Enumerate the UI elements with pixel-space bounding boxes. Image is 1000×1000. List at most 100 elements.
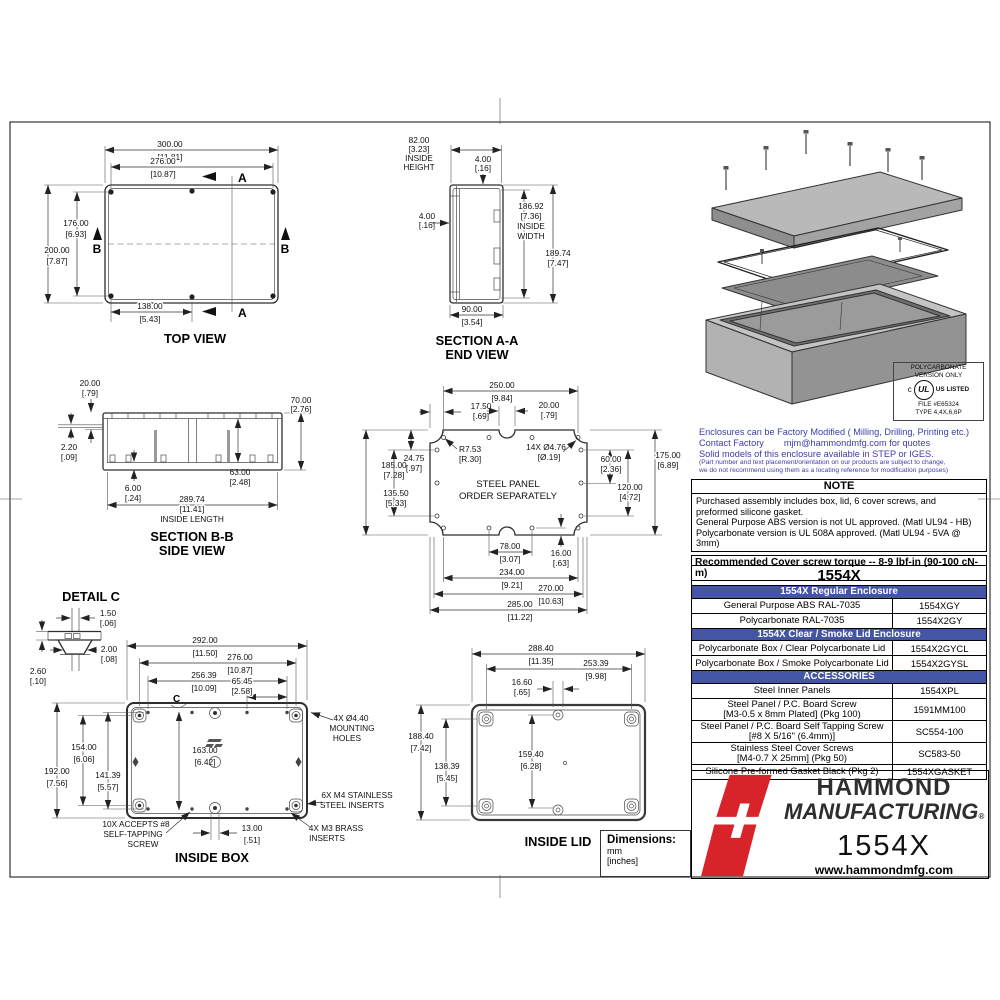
molded-logo-mark	[205, 739, 223, 768]
dim-60-in: [2.36]	[601, 464, 622, 474]
factory-info-line1: Enclosures can be Factory Modified ( Mil…	[699, 427, 970, 437]
dim-163-in: [6.42]	[195, 757, 216, 767]
dim-2.6-mm: 2.60	[30, 666, 47, 676]
table-title: 1554X	[691, 565, 987, 586]
top-view-screw-holes	[108, 188, 276, 300]
row-part-number: 1554XGASKET	[906, 766, 973, 777]
dim-120-mm: 120.00	[617, 482, 643, 492]
ul-poly-line2: VERSION ONLY	[914, 371, 963, 379]
brand-name-line2: MANUFACTURING®	[784, 799, 985, 824]
ul-c-mark: c	[907, 385, 912, 395]
dim-60-mm: 60.00	[601, 454, 622, 464]
dim-r7.53-in: [R.30]	[459, 454, 481, 464]
dim-82-label1: INSIDE	[405, 153, 433, 163]
cover-screws-icon	[723, 130, 925, 190]
steel-panel-view: STEEL PANEL ORDER SEPARATELY 250.00 [9.8…	[362, 379, 682, 622]
callout-screw-1: 10X ACCEPTS #8	[102, 819, 170, 829]
row-part-number: SC554-100	[915, 725, 964, 737]
brand-website-link[interactable]: www.hammondmfg.com	[814, 863, 954, 877]
row-part-number: 1554X2GYSL	[910, 657, 969, 669]
callout-mounting-3: HOLES	[333, 733, 362, 743]
note-line-1: Purchased assembly includes box, lid, 6 …	[696, 496, 937, 506]
top-view-dimensions: 300.00 [11.81] 276.00 [10.87] 176.00 [6.…	[43, 138, 279, 324]
dim-288-mm: 288.40	[528, 643, 554, 653]
dim-253-in: [9.98]	[586, 671, 607, 681]
dim-200-in: [7.87]	[47, 256, 68, 266]
dim-17.5-in: [.69]	[473, 411, 489, 421]
dim-16-mm: 16.00	[551, 548, 572, 558]
detail-c-dimensions: 1.50 [.06] 2.00 [.08] 2.60 [.10]	[30, 608, 118, 686]
callout-m3-1: 4X M3 BRASS	[309, 823, 364, 833]
table-section-header-clear-smoke: 1554X Clear / Smoke Lid Enclosure	[691, 627, 987, 641]
ul-us-listed: US LISTED	[935, 386, 970, 394]
end-view-title-1: SECTION A-A	[436, 333, 519, 348]
dim-24.75-mm: 24.75	[404, 453, 425, 463]
row-part-number: 1554X2GY	[916, 615, 963, 626]
top-view: A A B B 300.00 [11.81] 276.00 [10.87] 17…	[43, 138, 290, 346]
table-section-header-regular: 1554X Regular Enclosure	[691, 585, 987, 599]
row-desc-line2: [M4-0.7 X 25mm] (Pkg 50)	[737, 752, 847, 763]
callout-screw-3: SCREW	[128, 839, 159, 849]
factory-info-line3: Solid models of this enclosure available…	[699, 448, 934, 459]
row-part-number: SC583-50	[918, 747, 961, 759]
note-body: Purchased assembly includes box, lid, 6 …	[691, 493, 987, 552]
inside-box-view: C 292.00 [11.50] 276.00 [10.87] 256.39 […	[43, 634, 393, 865]
dim-138-mm: 138.39	[434, 761, 460, 771]
dim-20-mm: 20.00	[80, 378, 101, 388]
dim-13-in: [.51]	[244, 835, 260, 845]
row-desc: General Purpose ABS RAL-7035	[723, 599, 861, 611]
dim-1.5-mm: 1.50	[100, 608, 117, 618]
dim-186-mm: 186.92	[518, 201, 544, 211]
dim-175-mm: 175.00	[655, 450, 681, 460]
dim-16-in: [.63]	[553, 558, 569, 568]
part-number-table: 1554X 1554X Regular Enclosure General Pu…	[691, 565, 987, 780]
dim-6-mm: 6.00	[125, 483, 142, 493]
dim-141-mm: 141.39	[95, 770, 121, 780]
ul-poly-line1: POLYCARBONATE	[910, 364, 967, 371]
detail-c-marker: C	[173, 694, 180, 705]
section-b-label-right: B	[281, 242, 290, 256]
dim-2.2-in: [.09]	[61, 452, 77, 462]
dim-138-mm: 138.00	[137, 301, 163, 311]
callout-mounting-2: MOUNTING	[329, 723, 374, 733]
end-view-dimensions: 82.00 [3.23] INSIDE HEIGHT 4.00 [.16] 4.…	[403, 135, 572, 327]
note-section: NOTE Purchased assembly includes box, li…	[691, 479, 987, 581]
row-desc: Polycarbonate Box / Smoke Polycarbonate …	[695, 656, 889, 668]
dim-253-mm: 253.39	[583, 658, 609, 668]
row-part-number: 1591MM100	[913, 703, 966, 715]
inside-box-title: INSIDE BOX	[175, 850, 249, 865]
dim-1.5-in: [.06]	[100, 618, 116, 628]
contact-email-link[interactable]: mjm@hammondmfg.com	[783, 437, 887, 448]
inside-lid-dimensions: 288.40 [11.35] 253.39 [9.98] 16.60 [.65]…	[407, 642, 646, 821]
dim-189-in: [7.47]	[548, 258, 569, 268]
dim-276-in: [10.87]	[150, 169, 175, 179]
side-view-title-2: SIDE VIEW	[159, 543, 226, 558]
callout-screw-2: SELF-TAPPING	[103, 829, 162, 839]
row-part-number: 1554XPL	[920, 685, 959, 696]
steel-panel-dimensions: 250.00 [9.84] 17.50 [.69] 20.00 [.79] R7…	[362, 379, 682, 622]
factory-fine-print-2: we do not recommend using them as a loca…	[699, 466, 949, 474]
inner-panel-illustration	[721, 255, 939, 311]
dim-289-mm: 289.74	[179, 494, 205, 504]
detail-c-title: DETAIL C	[62, 589, 120, 604]
dim-2.0-mm: 2.00	[101, 644, 118, 654]
dim-285-mm: 285.00	[507, 599, 533, 609]
dim-135.5-mm: 135.50	[383, 488, 409, 498]
dim-200-mm: 200.00	[44, 245, 70, 255]
dim-186-label2: WIDTH	[517, 231, 544, 241]
dim-78-in: [3.07]	[500, 554, 521, 564]
dim-4side-mm: 4.00	[419, 211, 436, 221]
dim-16.6-in: [.65]	[514, 687, 530, 697]
dimensions-unit-inches: [inches]	[607, 856, 639, 866]
dim-82-label2: HEIGHT	[403, 162, 434, 172]
corner-bosses	[132, 708, 303, 813]
lid-illustration	[711, 171, 963, 249]
table-row: Steel Inner Panels 1554XPL	[691, 682, 987, 699]
dim-176-mm: 176.00	[63, 218, 89, 228]
table-row: Stainless Steel Cover Screws [M4-0.7 X 2…	[691, 741, 987, 765]
dim-234-mm: 234.00	[499, 567, 525, 577]
row-desc: Stainless Steel Cover Screws	[730, 741, 854, 753]
floor-bosses	[109, 454, 274, 463]
